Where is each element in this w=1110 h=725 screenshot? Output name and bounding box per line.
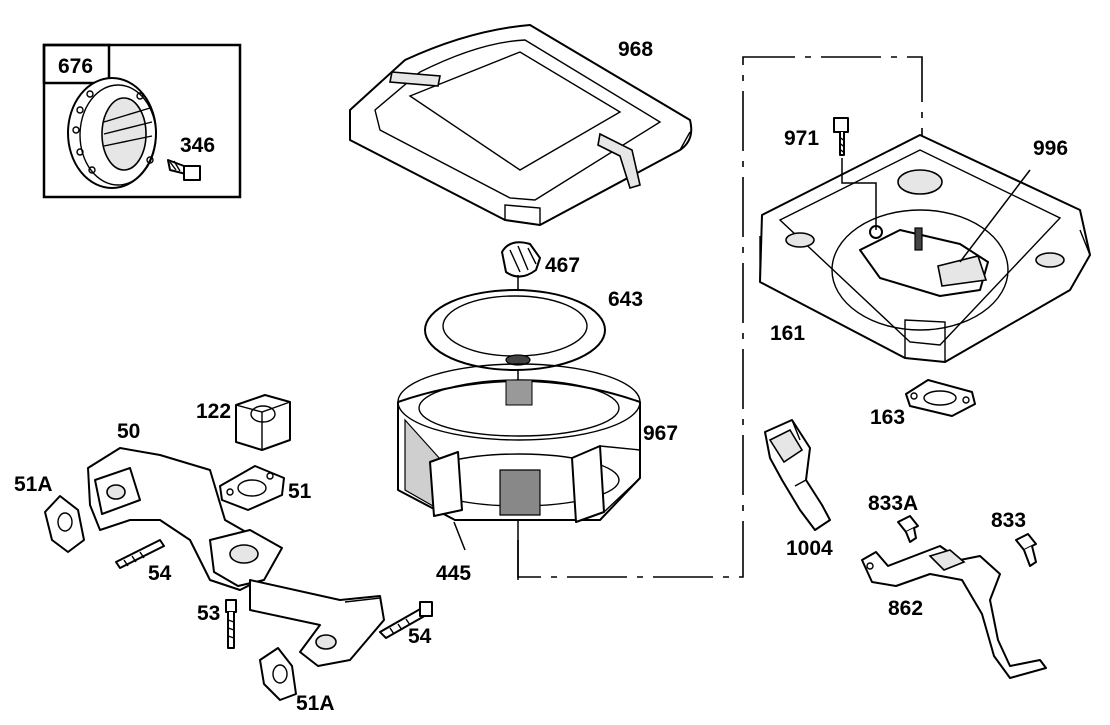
air-cleaner-cover-968 [349, 24, 693, 226]
leader-445 [453, 521, 466, 551]
label-643: 643 [608, 288, 643, 311]
filter-cartridge-967 [397, 363, 641, 523]
label-676: 676 [58, 55, 93, 78]
label-833: 833 [991, 509, 1026, 532]
label-971: 971 [784, 127, 819, 150]
leader-996 [959, 169, 1031, 263]
label-122: 122 [196, 400, 231, 423]
pre-cleaner-643 [424, 289, 606, 371]
gasket-51a-top [44, 495, 85, 553]
breather-tube-1004 [764, 419, 831, 531]
stud-54-right [379, 601, 433, 639]
label-467: 467 [545, 254, 580, 277]
gasket-51 [219, 465, 285, 511]
screw-833a [897, 515, 919, 543]
gasket-51a-bottom [259, 647, 297, 701]
spacer-122 [235, 394, 291, 451]
screw-971 [833, 117, 849, 156]
bracket-862 [861, 545, 1047, 679]
rotating-screen-676 [67, 77, 157, 189]
label-161: 161 [770, 322, 805, 345]
assembly-line [517, 56, 923, 578]
label-53: 53 [197, 602, 220, 625]
label-51a-bottom: 51A [296, 692, 335, 715]
intake-elbow-50 [87, 447, 385, 667]
label-163: 163 [870, 406, 905, 429]
label-996: 996 [1033, 137, 1068, 160]
label-833a: 833A [868, 492, 918, 515]
label-50: 50 [117, 420, 140, 443]
gasket-163 [905, 379, 976, 417]
label-346: 346 [180, 134, 215, 157]
label-968: 968 [618, 38, 653, 61]
label-967: 967 [643, 422, 678, 445]
stud-54-left [115, 539, 165, 569]
label-445: 445 [436, 562, 471, 585]
knob-467 [501, 241, 541, 278]
label-1004: 1004 [786, 537, 833, 560]
label-54-left: 54 [148, 562, 172, 585]
leader-971 [841, 158, 877, 230]
inset-box-676: 676 346 [42, 43, 242, 199]
screw-833 [1015, 533, 1037, 567]
screw-53 [225, 599, 237, 649]
label-51: 51 [288, 480, 312, 503]
air-cleaner-base-161 [759, 134, 1091, 363]
label-51a-top: 51A [14, 473, 53, 496]
screw-346 [167, 159, 201, 181]
label-54-right: 54 [408, 625, 432, 648]
label-862: 862 [888, 597, 923, 620]
